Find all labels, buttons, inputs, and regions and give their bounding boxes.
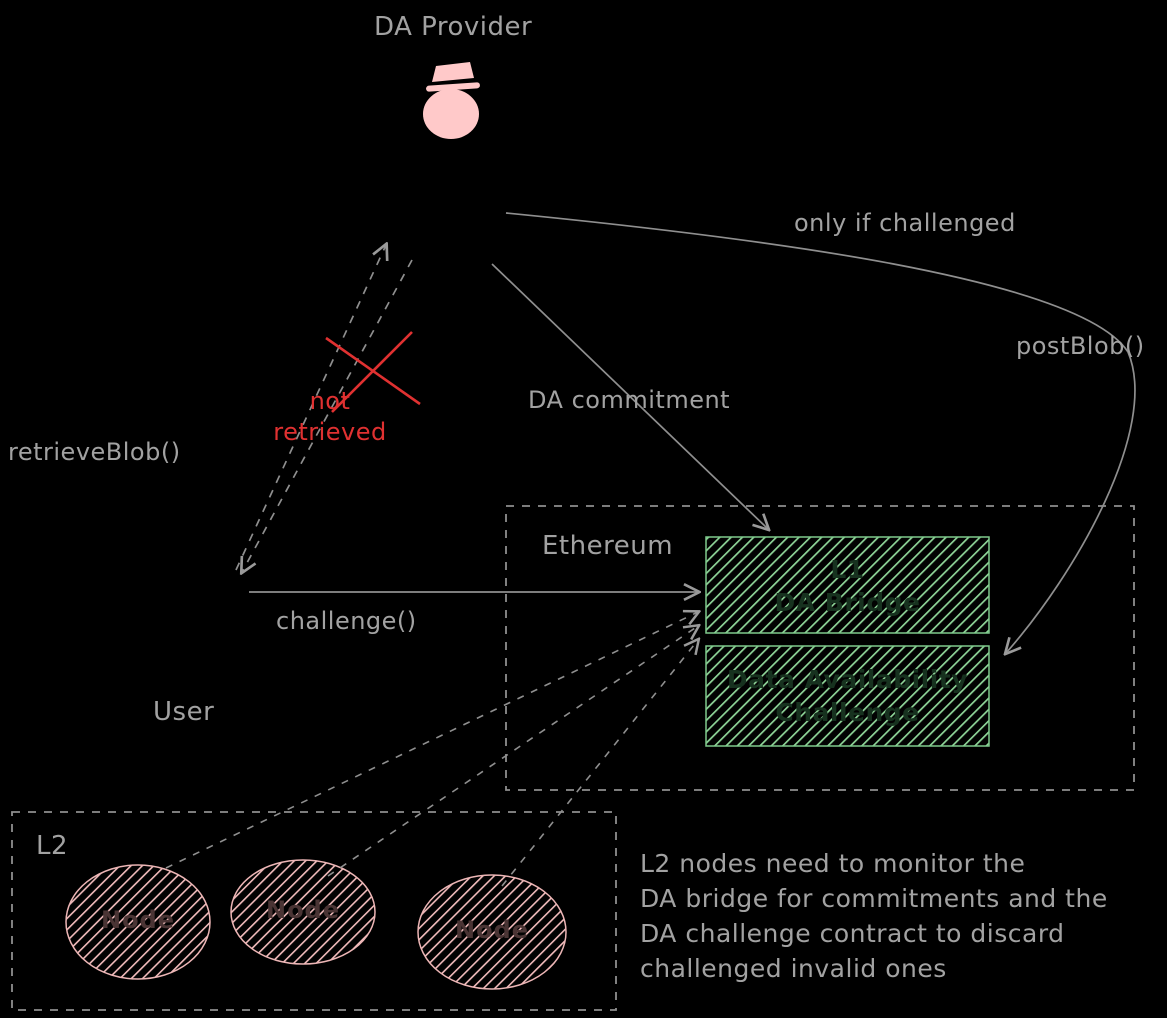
only-if-challenged-label: only if challenged xyxy=(794,209,1016,237)
node-label: Node xyxy=(100,906,176,934)
da-challenge-box-label: Data Availability Challenge xyxy=(706,648,989,744)
arrow-retrieveblob-request xyxy=(235,245,386,571)
da-bridge-box-label: L1 DA Bridge xyxy=(706,539,989,633)
da-challenge-line2: Challenge xyxy=(775,698,920,727)
da-provider-label: DA Provider xyxy=(374,12,533,42)
not-retrieved-label: not retrieved xyxy=(266,386,394,448)
da-challenge-box xyxy=(705,645,990,747)
arrow-retrieveblob-response xyxy=(242,259,413,572)
user-label: User xyxy=(153,697,215,727)
ethereum-label: Ethereum xyxy=(542,531,674,561)
node-ellipse xyxy=(65,864,211,980)
failure-cross-icon xyxy=(325,331,421,413)
retrieveblob-label: retrieveBlob() xyxy=(8,438,181,466)
not-retrieved-line2: retrieved xyxy=(273,418,387,446)
da-bridge-line1: L1 xyxy=(830,555,865,584)
da-bridge-line2: DA Bridge xyxy=(774,588,921,617)
arrow-da-commitment xyxy=(491,263,768,529)
arrow-node-monitor xyxy=(327,626,698,877)
arrow-postblob xyxy=(505,212,1136,653)
node-label: Node xyxy=(454,916,530,944)
monitor-note-line: DA challenge contract to discard xyxy=(640,919,1065,948)
node-ellipse xyxy=(230,859,376,965)
challenge-label: challenge() xyxy=(276,607,417,635)
monitor-note: L2 nodes need to monitor the DA bridge f… xyxy=(640,846,1108,986)
da-commitment-label: DA commitment xyxy=(528,386,731,414)
da-provider-icon xyxy=(423,62,480,139)
not-retrieved-line1: not xyxy=(309,387,351,415)
monitor-note-line: L2 nodes need to monitor the xyxy=(640,849,1026,878)
monitor-note-line: DA bridge for commitments and the xyxy=(640,884,1108,913)
da-challenge-line1: Data Availability xyxy=(726,665,969,694)
l2-boundary xyxy=(11,811,617,1011)
da-bridge-box xyxy=(705,536,990,634)
ethereum-boundary xyxy=(505,505,1135,791)
l2-label: L2 xyxy=(36,831,69,861)
postblob-label: postBlob() xyxy=(1016,332,1145,360)
node-label: Node xyxy=(265,896,341,924)
monitor-note-line: challenged invalid ones xyxy=(640,954,947,983)
node-ellipse xyxy=(417,874,567,990)
